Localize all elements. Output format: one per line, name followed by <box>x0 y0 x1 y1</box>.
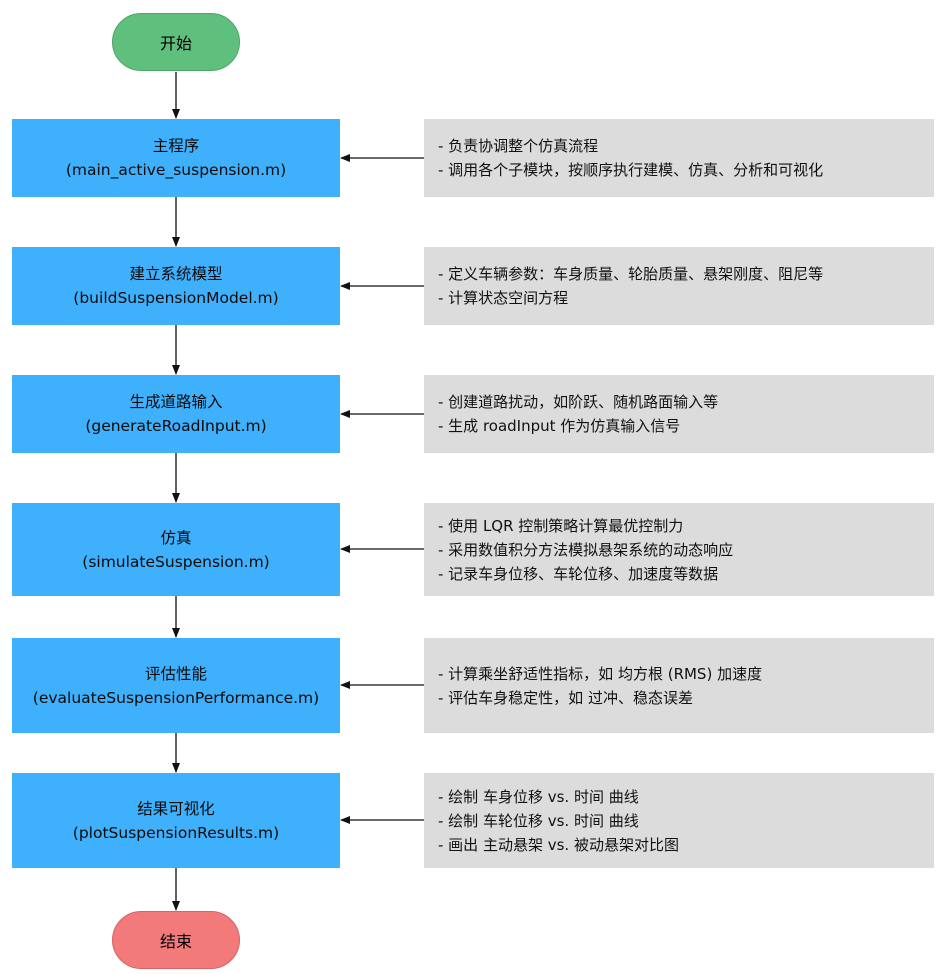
note-build-model: - 定义车辆参数：车身质量、轮胎质量、悬架刚度、阻尼等 - 计算状态空间方程 <box>424 247 934 325</box>
note-visualize: - 绘制 车身位移 vs. 时间 曲线 - 绘制 车轮位移 vs. 时间 曲线 … <box>424 773 934 868</box>
step-title: 评估性能 <box>144 664 207 683</box>
step-title: 生成道路输入 <box>129 393 223 411</box>
note-simulate: - 使用 LQR 控制策略计算最优控制力 - 采用数值积分方法模拟悬架系统的动态… <box>424 503 934 596</box>
note-line: - 记录车身位移、车轮位移、加速度等数据 <box>438 564 719 583</box>
note-line: - 绘制 车身位移 vs. 时间 曲线 <box>438 787 639 806</box>
note-line: - 采用数值积分方法模拟悬架系统的动态响应 <box>438 540 734 559</box>
note-line: - 定义车辆参数：车身质量、轮胎质量、悬架刚度、阻尼等 <box>438 265 824 283</box>
note-road-input: - 创建道路扰动，如阶跃、随机路面输入等 - 生成 roadInput 作为仿真… <box>424 375 934 453</box>
step-main-program: 主程序 (main_active_suspension.m) <box>12 119 340 197</box>
step-visualize: 结果可视化 (plotSuspensionResults.m) <box>12 773 340 868</box>
note-line: - 画出 主动悬架 vs. 被动悬架对比图 <box>438 835 679 854</box>
step-file: (simulateSuspension.m) <box>82 552 270 571</box>
note-line: - 使用 LQR 控制策略计算最优控制力 <box>438 516 684 535</box>
step-file: (evaluateSuspensionPerformance.m) <box>32 688 320 707</box>
step-title: 主程序 <box>152 137 200 155</box>
step-file: (main_active_suspension.m) <box>65 161 287 179</box>
note-main-program: - 负责协调整个仿真流程 - 调用各个子模块，按顺序执行建模、仿真、分析和可视化 <box>424 119 934 197</box>
note-line: - 评估车身稳定性，如 过冲、稳态误差 <box>438 688 693 707</box>
note-line: - 生成 roadInput 作为仿真输入信号 <box>438 417 681 435</box>
start-label: 开始 <box>159 34 192 53</box>
note-line: - 计算乘坐舒适性指标，如 均方根 (RMS) 加速度 <box>438 664 763 683</box>
note-line: - 负责协调整个仿真流程 <box>438 137 599 155</box>
end-node: 结束 <box>112 911 240 969</box>
step-simulate: 仿真 (simulateSuspension.m) <box>12 503 340 596</box>
step-build-model: 建立系统模型 (buildSuspensionModel.m) <box>12 247 340 325</box>
start-node: 开始 <box>112 13 240 71</box>
end-label: 结束 <box>159 932 192 951</box>
note-line: - 计算状态空间方程 <box>438 289 569 307</box>
step-evaluate: 评估性能 (evaluateSuspensionPerformance.m) <box>12 638 340 733</box>
note-line: - 绘制 车轮位移 vs. 时间 曲线 <box>438 811 639 830</box>
step-title: 建立系统模型 <box>129 265 223 283</box>
step-title: 结果可视化 <box>137 799 215 818</box>
step-title: 仿真 <box>160 528 192 547</box>
step-road-input: 生成道路输入 (generateRoadInput.m) <box>12 375 340 453</box>
step-file: (buildSuspensionModel.m) <box>73 289 279 307</box>
step-file: (plotSuspensionResults.m) <box>72 823 280 842</box>
note-line: - 创建道路扰动，如阶跃、随机路面输入等 <box>438 393 719 411</box>
step-file: (generateRoadInput.m) <box>85 417 267 435</box>
note-evaluate: - 计算乘坐舒适性指标，如 均方根 (RMS) 加速度 - 评估车身稳定性，如 … <box>424 638 934 733</box>
note-line: - 调用各个子模块，按顺序执行建模、仿真、分析和可视化 <box>438 161 824 179</box>
